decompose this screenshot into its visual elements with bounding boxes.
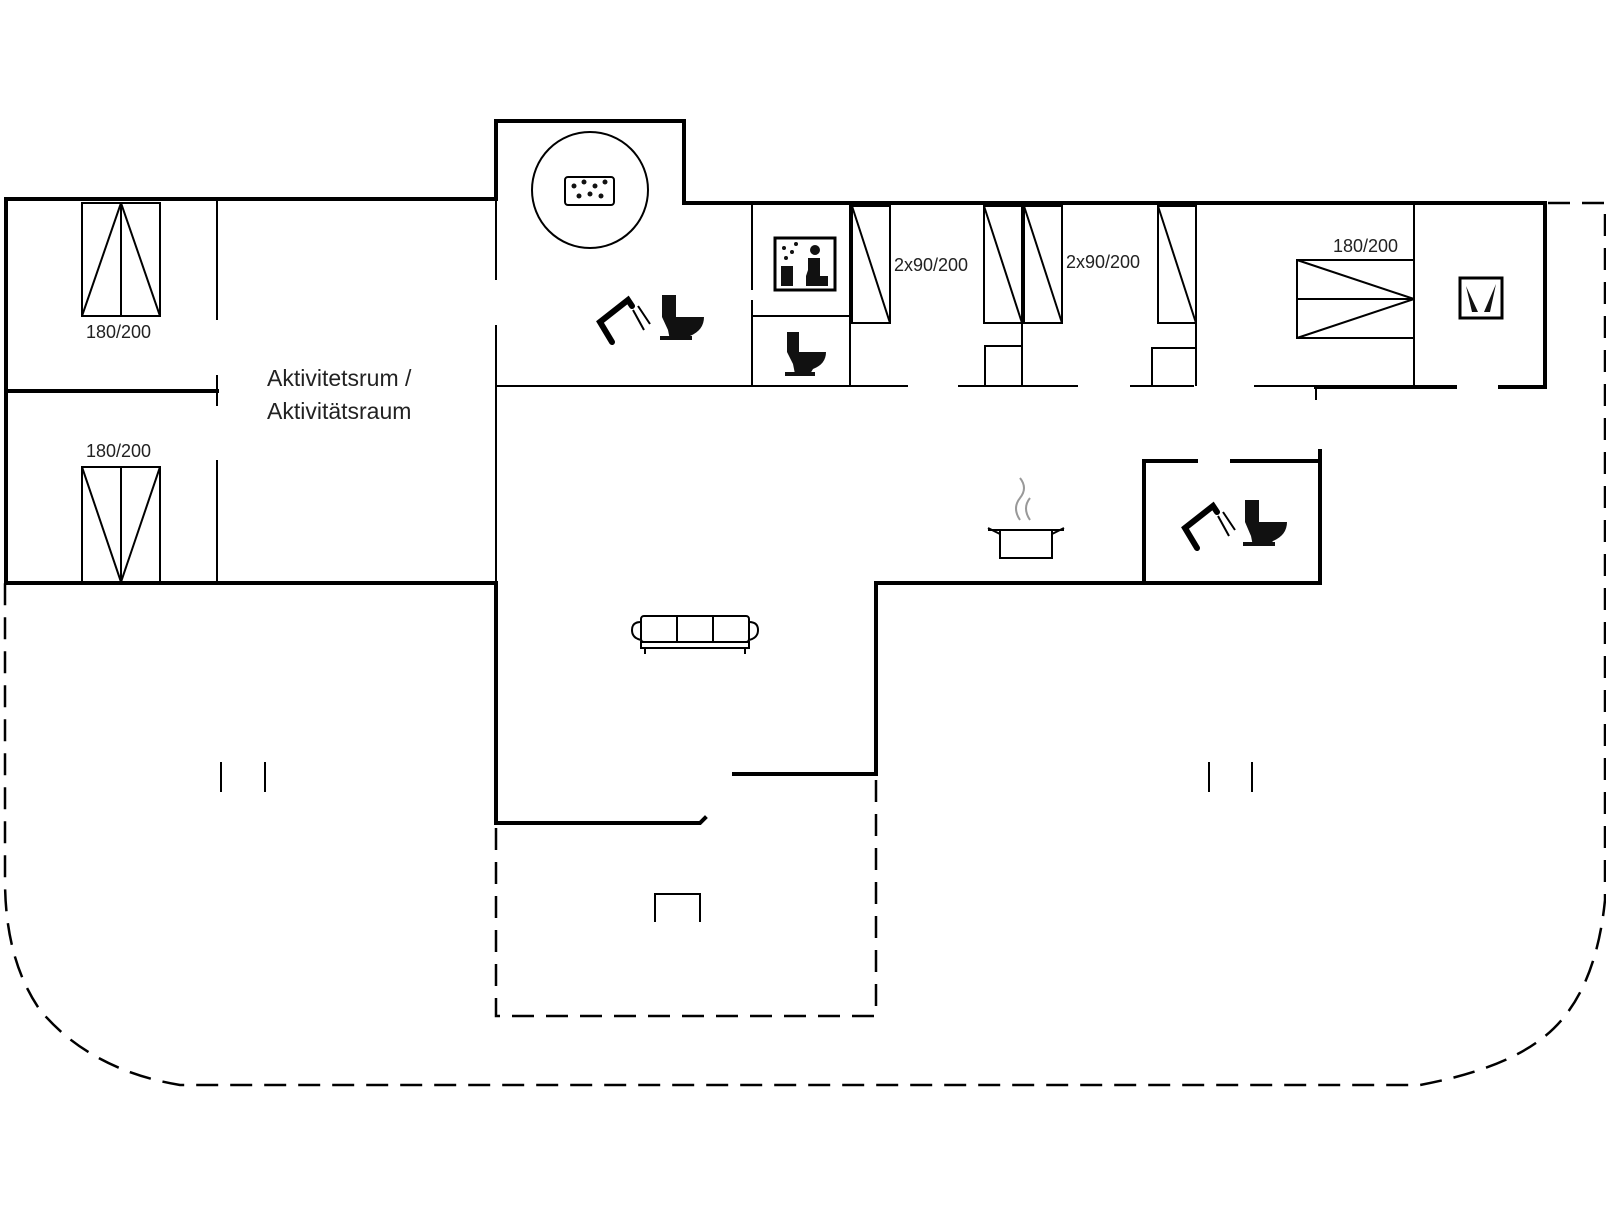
exterior-wall-right xyxy=(732,449,1322,776)
shower-icon xyxy=(1181,501,1236,551)
toilet-icon xyxy=(660,295,704,340)
toilet-icon xyxy=(785,332,826,376)
steps xyxy=(654,893,701,922)
double-bed xyxy=(81,466,161,583)
wardrobe xyxy=(1151,347,1197,386)
exterior-wall-left xyxy=(4,197,708,825)
room-label: Aktivitetsrum / xyxy=(267,365,412,391)
bathroom-2-wall xyxy=(1142,459,1322,585)
sauna-icon xyxy=(773,236,837,292)
spa-bath-icon xyxy=(531,131,649,249)
wardrobe xyxy=(984,345,1023,386)
bed-size-label: 180/200 xyxy=(86,322,151,342)
bed-size-label: 180/200 xyxy=(1333,236,1398,256)
cooking-pot-icon xyxy=(987,477,1065,559)
double-bed xyxy=(1296,259,1415,339)
bunk-bed xyxy=(1157,205,1197,324)
bunk-bed xyxy=(851,205,891,324)
room-label: Aktivitätsraum xyxy=(267,398,411,424)
shower-icon xyxy=(596,295,651,345)
bunk-size-label: 2x90/200 xyxy=(894,255,968,275)
bed-size-label: 180/200 xyxy=(86,441,151,461)
window-mark xyxy=(220,762,1253,792)
bunk-size-label: 2x90/200 xyxy=(1066,252,1140,272)
terrace-outline xyxy=(3,201,1606,1087)
toilet-icon xyxy=(1243,500,1287,546)
washing-machine-icon xyxy=(1458,276,1504,320)
bunk-bed xyxy=(983,205,1063,324)
double-bed xyxy=(81,202,161,317)
porch-outline xyxy=(494,776,878,1018)
sofa-icon xyxy=(630,615,760,654)
